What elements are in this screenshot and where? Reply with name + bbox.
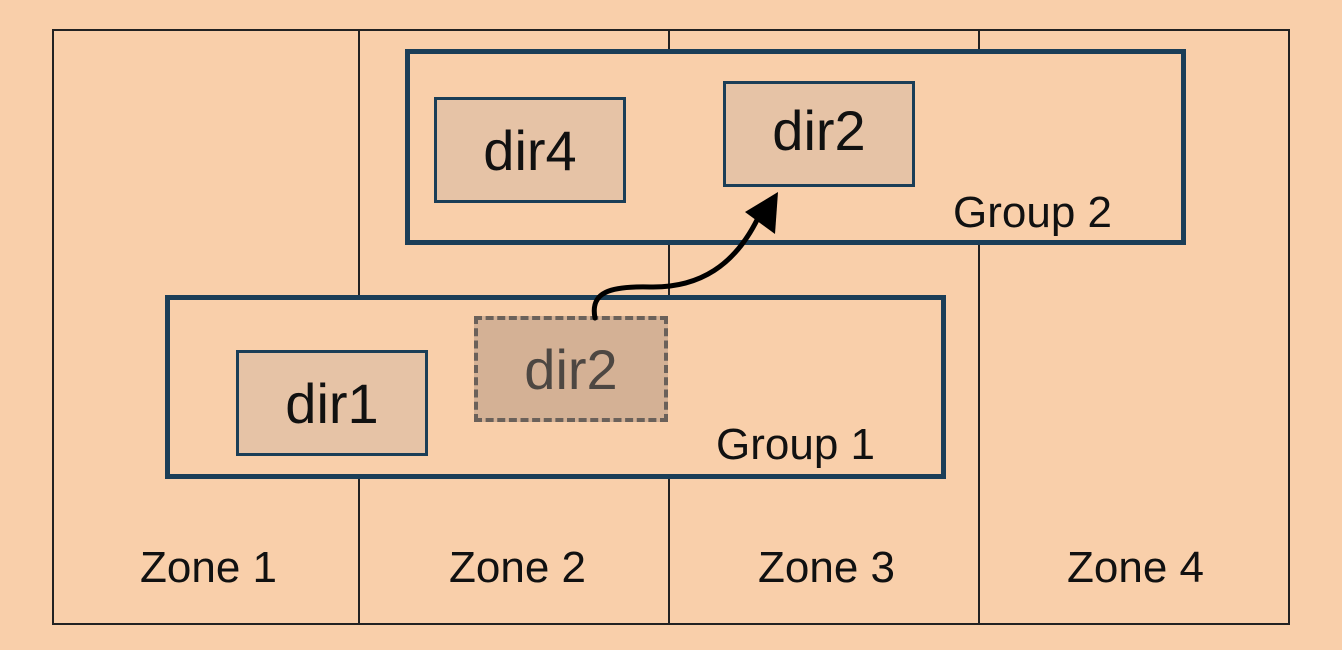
group-1-label: Group 1 [716,420,875,469]
group-2-box: dir4 dir2 Group 2 [405,49,1186,245]
zone-2-label: Zone 2 [449,543,586,592]
dir2-target-box: dir2 [723,81,915,187]
zone-3-label: Zone 3 [758,543,895,592]
dir4-box: dir4 [434,97,626,203]
zone-4-label: Zone 4 [1067,543,1204,592]
group-1-box: dir1 dir2 Group 1 [165,295,946,479]
dir2-source-ghost-box: dir2 [474,316,668,422]
zone-divider [978,31,980,623]
zone-1-label: Zone 1 [140,543,277,592]
group-2-label: Group 2 [953,188,1112,237]
dir1-box: dir1 [236,350,428,456]
